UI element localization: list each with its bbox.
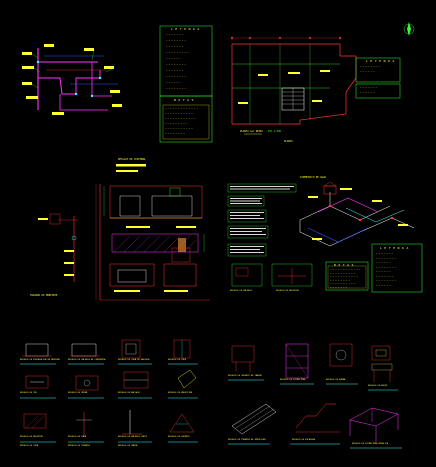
plan-title: PLANTA 1er NIVEL: [240, 130, 264, 133]
middle-left-tank-detail: [38, 164, 210, 301]
middle-right-isometric: [227, 181, 423, 293]
detail-caption: DETALLE DE BOMBA: [326, 379, 346, 381]
north-arrow-icon: [403, 22, 415, 36]
top-left-legend-box: [159, 25, 213, 143]
detail-caption: DETALLE DE ZANJA: [118, 445, 138, 447]
legend-line: — — — — — —: [360, 91, 375, 94]
note-line: — — — — — — — — — — —: [330, 275, 358, 278]
note-line: — — — — — — — — — —: [330, 271, 356, 275]
legend-line: — — — — — — —: [376, 274, 394, 278]
note-line: — — — — — — — — — — — —: [165, 117, 196, 120]
note-line: — — — — — — — — —: [165, 122, 188, 125]
detail-caption: DETALLE DE ESTRUCTURA METALICA: [352, 443, 389, 445]
legend-line: — — — — — —: [376, 261, 391, 264]
legend-line: — — — — — —: [166, 57, 181, 60]
note-line: — — — — — — — —: [165, 132, 185, 135]
plan-sub-caption: PLANTA: [284, 140, 293, 143]
legend-line: — — — — — — — —: [360, 65, 380, 68]
legend-line: — — — — — — — —: [166, 75, 186, 78]
note-line: — — — — — — —: [330, 285, 348, 289]
detail-caption: DETALLE DE UNION: [68, 392, 88, 394]
top-left-legend-title: L E Y E N D A: [171, 27, 200, 31]
register-detail-caption: DETALLE DE REGISTRO: [276, 290, 299, 292]
bottom-left-details: [20, 339, 198, 443]
legend-line: — — — — — — — —: [376, 256, 396, 260]
cistern-detail-title: DETALLE DE CISTERNA: [118, 158, 146, 161]
detail-caption: DETALLE DE VALVULA DE COMPUERTA: [68, 359, 106, 361]
bottom-right-details: [228, 343, 402, 449]
detail-caption: DETALLE DE CAJA DE VALVULA: [118, 359, 150, 361]
detail-caption: DETALLE DE ESTRUCTURA: [280, 379, 306, 381]
detail-caption: DETALLE DE TUBERIA: [68, 445, 90, 447]
top-left-piping-diagram: [22, 44, 122, 115]
detail-caption: DETALLE DE REDUCCION: [168, 392, 193, 394]
isometric-title: ISOMETRICO DE AGUA: [300, 176, 326, 179]
detail-caption: DETALLE DE VALVULA CHECK: [118, 436, 147, 438]
note-line: — — — — — — — — — — —: [165, 127, 193, 130]
detail-caption: DETALLE DE TEE: [20, 392, 37, 394]
legend-line: — — — — — — —: [376, 252, 394, 255]
note-line: — — — — — — — — — — — — —: [165, 107, 198, 110]
legend-line: — — — — — — — —: [166, 39, 186, 42]
detail-caption: DETALLE DE ANCLAJE: [118, 392, 140, 394]
legend-line: — — — — — —: [376, 270, 391, 273]
mid-right-notes-title: N O T A S: [334, 263, 354, 267]
detail-caption: DETALLE DE SOPORTE: [168, 436, 190, 438]
detail-caption: DETALLE DE TAPA: [68, 436, 87, 438]
note-line: — — — — — — — — — —: [330, 282, 356, 285]
legend-line: — — — — — — — —: [166, 87, 186, 90]
note-line: — — — — — — — —: [330, 278, 350, 282]
detail-caption: DETALLE DE CAJA: [20, 445, 39, 447]
detail-caption: DETALLE DE TUBERIA DE IMPULSION: [228, 439, 266, 441]
detail-caption: DETALLE DE ESCALERA: [292, 439, 315, 441]
valve-detail-caption: DETALLE DE VALVULA: [230, 290, 252, 292]
mid-right-legend-title: L E Y E N D A: [380, 246, 409, 250]
note-line: — — — — — — — — — — —: [165, 112, 193, 115]
top-right-legend-title: L E Y E N D A: [366, 59, 395, 63]
legend-line: — — — — — — —: [166, 45, 184, 48]
detail-caption: DETALLE DE REGISTRO: [20, 436, 43, 438]
plan-scale: ESC 1/100: [268, 130, 281, 133]
riser-title: TRAZADO DE MONTANTE: [30, 294, 58, 297]
legend-line: — — — — — — —: [360, 86, 378, 89]
legend-line: — — — — — —: [360, 70, 375, 73]
note-line: — — — — — — — — — — — —: [330, 268, 361, 271]
legend-line: — — — — — — —: [166, 69, 184, 72]
legend-line: — — — — — — —: [166, 33, 184, 36]
detail-caption: DETALLE DE INSTALACION DE MEDIDOR: [20, 359, 60, 361]
legend-line: — — — — — —: [166, 81, 181, 84]
legend-line: — — — — — — — —: [166, 63, 186, 66]
legend-line: — — — — — —: [376, 283, 391, 287]
top-right-floor-plan: [231, 36, 401, 135]
detail-caption: DETALLE DE APOYO: [368, 385, 388, 387]
top-left-notes-title: N O T A S: [174, 98, 194, 102]
legend-line: — — — — — — — —: [376, 279, 396, 282]
detail-caption: DETALLE DE SOPORTE DE TANQUE: [228, 375, 262, 377]
detail-caption: DETALLE DE CODO: [168, 359, 187, 361]
legend-line: — — — — — — — —: [376, 265, 396, 269]
legend-line: — — — — — — — — —: [166, 51, 189, 54]
